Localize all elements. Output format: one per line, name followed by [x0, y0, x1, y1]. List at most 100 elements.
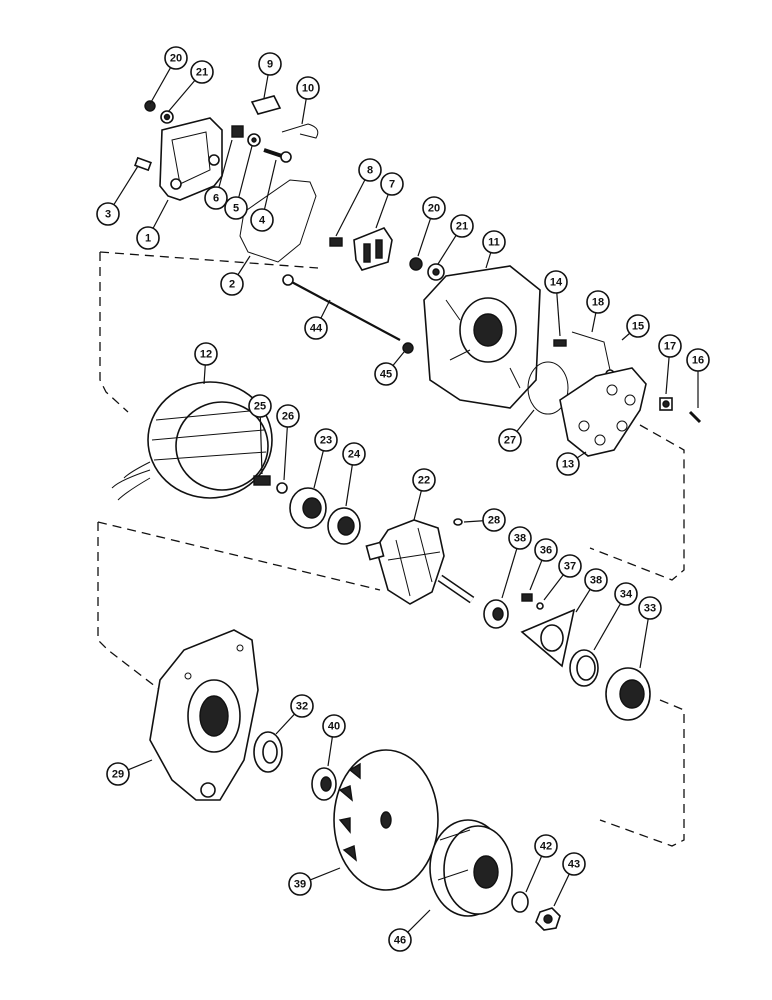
callout-3: 3	[96, 165, 139, 226]
callout-13: 13	[556, 451, 587, 476]
part-spacer-40	[311, 767, 337, 801]
callout-number: 10	[302, 83, 314, 95]
assembly-boundary-upper	[99, 251, 685, 581]
part-nut-20-top	[144, 100, 156, 112]
leader-line	[501, 548, 518, 599]
assembly-boundary-lower	[97, 521, 685, 847]
callout-circle	[558, 554, 582, 578]
leader-line	[237, 255, 251, 276]
callout-36: 36	[529, 538, 558, 591]
callout-circle	[658, 334, 682, 358]
leader-line	[575, 589, 591, 613]
callout-6: 6	[204, 139, 233, 210]
callout-circle	[626, 314, 650, 338]
callout-circle	[380, 172, 404, 196]
part-screw-25	[253, 475, 271, 486]
callout-circle	[686, 348, 710, 372]
callout-circle	[250, 208, 274, 232]
callout-number: 46	[394, 935, 406, 947]
part-washer-21-top	[160, 110, 174, 124]
part-bearing-33	[605, 667, 651, 721]
callout-circle	[290, 694, 314, 718]
callout-33: 33	[638, 596, 662, 669]
callout-circle	[194, 342, 218, 366]
callout-38: 38	[501, 526, 532, 599]
callout-4: 4	[250, 159, 277, 232]
callout-circle	[450, 214, 474, 238]
callout-circle	[224, 196, 248, 220]
part-screw-36	[521, 593, 533, 602]
part-washer-42	[511, 891, 529, 913]
callout-40: 40	[322, 714, 346, 767]
leader-line	[556, 292, 561, 337]
part-washer-5	[247, 133, 261, 147]
callout-circle	[220, 272, 244, 296]
leader-line	[543, 574, 564, 601]
callout-circle	[422, 196, 446, 220]
callout-20: 20	[149, 46, 188, 105]
part-washer-21-mid	[427, 263, 445, 281]
part-screw-8	[329, 237, 343, 247]
callout-circle	[304, 316, 328, 340]
callout-number: 44	[310, 323, 323, 335]
leader-line	[639, 618, 649, 669]
callout-14: 14	[544, 270, 568, 337]
callout-number: 36	[540, 545, 552, 557]
leader-line	[152, 199, 169, 229]
part-insulator-14	[553, 339, 567, 347]
leader-line	[259, 416, 263, 475]
callout-number: 26	[282, 411, 294, 423]
callout-number: 38	[514, 533, 526, 545]
leader-line	[516, 409, 535, 432]
callout-number: 16	[692, 355, 704, 367]
callout-circle	[556, 452, 580, 476]
callout-5: 5	[224, 145, 253, 220]
leader-line	[167, 79, 196, 113]
callout-circle	[258, 52, 282, 76]
callout-circle	[106, 762, 130, 786]
leader-line	[238, 145, 253, 198]
leader-line	[218, 139, 233, 188]
callout-number: 14	[550, 277, 563, 289]
callout-number: 21	[196, 67, 208, 79]
part-washer-37	[536, 602, 544, 610]
callout-39: 39	[288, 867, 341, 896]
part-nut-45	[402, 342, 414, 354]
leader-line	[309, 867, 341, 881]
leader-line	[591, 312, 597, 333]
leader-line	[283, 426, 288, 481]
callout-number: 25	[254, 401, 266, 413]
part-nut-43	[535, 907, 561, 931]
callout-34: 34	[593, 582, 638, 651]
leader-line	[345, 464, 353, 507]
callout-number: 15	[632, 321, 644, 333]
callout-circle	[614, 582, 638, 606]
leader-line	[553, 873, 570, 907]
part-gasket-2	[239, 179, 317, 263]
callout-number: 24	[348, 449, 361, 461]
callout-44: 44	[304, 299, 331, 340]
callout-21: 21	[437, 214, 474, 265]
callout-27: 27	[498, 409, 535, 452]
callout-number: 29	[112, 769, 124, 781]
callout-circle	[342, 442, 366, 466]
callout-17: 17	[658, 334, 682, 395]
callout-number: 8	[367, 165, 373, 177]
part-rotor-22	[365, 519, 475, 605]
callout-45: 45	[374, 351, 405, 386]
part-o-ring-27	[527, 361, 569, 415]
part-through-bolt-44	[282, 274, 401, 341]
part-bearing-23	[289, 487, 327, 529]
callout-circle	[96, 202, 120, 226]
callout-circle	[586, 290, 610, 314]
part-nut-20-mid	[409, 257, 423, 271]
callout-circle	[314, 428, 338, 452]
callout-38: 38	[575, 568, 608, 613]
leader-line	[593, 603, 622, 651]
part-screw-3	[134, 156, 152, 172]
leader-line	[149, 67, 172, 105]
callout-circle	[296, 76, 320, 100]
callout-37: 37	[543, 554, 582, 601]
callout-26: 26	[276, 404, 300, 481]
